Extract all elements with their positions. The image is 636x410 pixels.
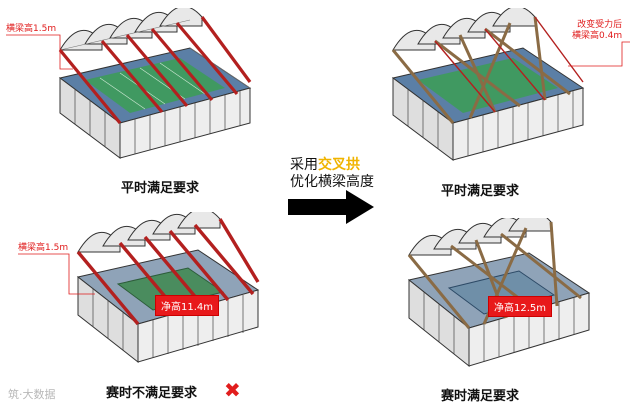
callout-leader-top-left [5,33,75,73]
watermark-logo: 筑·大数据 [8,386,56,402]
model-top-left [40,8,260,166]
callout-leader-top-right [566,40,632,70]
fail-x-icon: ✖ [224,380,241,400]
caption-bottom-left: 赛时不满足要求 [106,382,197,401]
right-arrow-icon [288,190,376,224]
clear-height-badge-bottom-right: 净高12.5m [488,296,552,317]
transition-prefix: 采用 [290,157,318,173]
transition-line2: 优化横梁高度 [290,174,374,191]
beam-callout-top-right: 改变受力后 横梁高0.4m [572,20,622,42]
clear-height-badge-bottom-left: 净高11.4m [155,295,219,316]
transition-highlight: 交叉拱 [318,157,360,173]
caption-bottom-right: 赛时满足要求 [441,385,519,404]
caption-top-left: 平时满足要求 [121,177,199,196]
transition-label: 采用交叉拱 优化横梁高度 [290,157,374,191]
model-top-right [378,8,593,168]
beam-callout-top-right-line1: 改变受力后 [572,20,622,31]
caption-top-right: 平时满足要求 [441,180,519,199]
callout-leader-bottom-left [17,252,97,298]
